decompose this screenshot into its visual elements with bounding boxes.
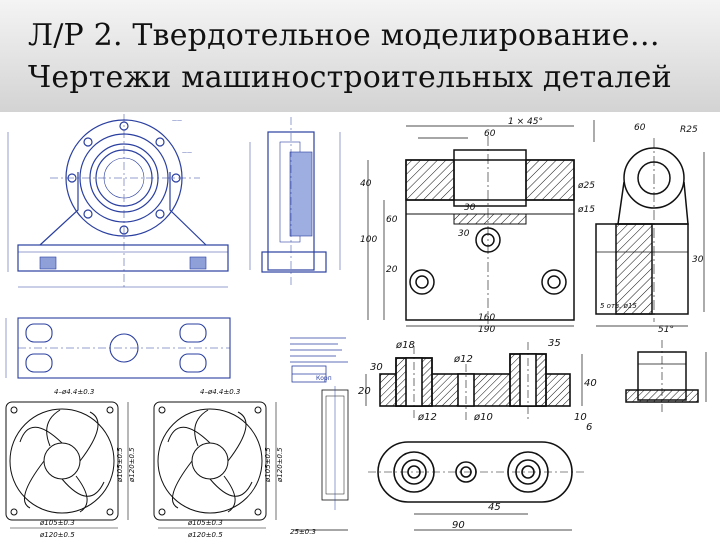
bushing-drawing [608, 334, 720, 540]
dim-label: 51° [658, 325, 674, 334]
dim-label: 60 [484, 129, 496, 139]
dim-label: 30 [464, 203, 476, 213]
dim-label: 30 [692, 255, 704, 265]
svg-text:——: —— [172, 118, 182, 124]
base-plate-drawing [0, 312, 235, 382]
dim-label: ø120±0.5 [276, 447, 284, 483]
dim-label: ø15 [577, 205, 595, 215]
dim-label: 30 [458, 229, 470, 239]
dim-label: 1 × 45° [508, 117, 543, 127]
dim-label: 30 [370, 362, 383, 373]
title-band [0, 0, 720, 112]
dim-label: 160 [478, 313, 495, 323]
fan-side-dim: 25±0.3 [286, 520, 358, 540]
dim-label: 6 [586, 422, 592, 433]
dim-label: 10 [574, 412, 587, 423]
dim-label: 4–ø4.4±0.3 [54, 388, 94, 396]
dim-label: 40 [360, 179, 372, 189]
dim-label: ø120±0.5 [128, 447, 136, 483]
dim-label: 20 [386, 265, 398, 275]
dim-label: ø12 [417, 412, 437, 423]
dim-label: 60 [634, 123, 646, 133]
dim-label: 35 [548, 338, 561, 349]
fan-drawings: 4–ø4.4±0.3 4–ø4.4±0.3 ø105±0.5 ø120±0.5 … [0, 382, 286, 540]
dim-label: 40 [584, 378, 597, 389]
dim-label: ø12 [453, 354, 473, 365]
dim-label: ø105±0.3 [39, 519, 75, 527]
link-plate-drawing: ø18 ø12 ø10 ø12 20 30 35 40 45 90 6 10 [358, 334, 598, 540]
dim-label: 190 [478, 325, 495, 334]
bracket-drawing: 1 × 45° 60 ø25 ø15 30 100 40 20 60 160 1… [358, 112, 720, 334]
dim-label: ø105±0.5 [116, 447, 124, 483]
svg-text:Корп: Корп [316, 375, 332, 382]
dim-label: 5 отв. ø15 [600, 302, 637, 310]
svg-text:——: —— [182, 150, 192, 156]
dim-label: 25±0.3 [290, 528, 316, 536]
dim-label: ø105±0.5 [264, 447, 272, 483]
dim-label: R25 [680, 125, 698, 135]
slide-title-line2: Чертежи машиностроительных деталей [28, 60, 672, 95]
dim-label: ø18 [395, 340, 415, 351]
dim-label: ø120±0.5 [39, 531, 75, 539]
slide-title-line1: Л/Р 2. Твердотельное моделирование… [28, 18, 660, 53]
dim-label: 60 [386, 215, 398, 225]
dim-label: ø120±0.5 [187, 531, 223, 539]
dim-label: ø10 [473, 412, 493, 423]
dim-label: 4–ø4.4±0.3 [200, 388, 240, 396]
dim-label: ø25 [577, 181, 595, 191]
dim-label: ø105±0.3 [187, 519, 223, 527]
dim-label: 45 [488, 502, 501, 513]
dim-label: 20 [358, 386, 371, 397]
dim-label: 90 [452, 520, 465, 531]
dim-label: 100 [360, 235, 377, 245]
spec-table-drawing: Корп [286, 330, 358, 540]
bearing-housing-drawing: —— —— [0, 112, 358, 312]
